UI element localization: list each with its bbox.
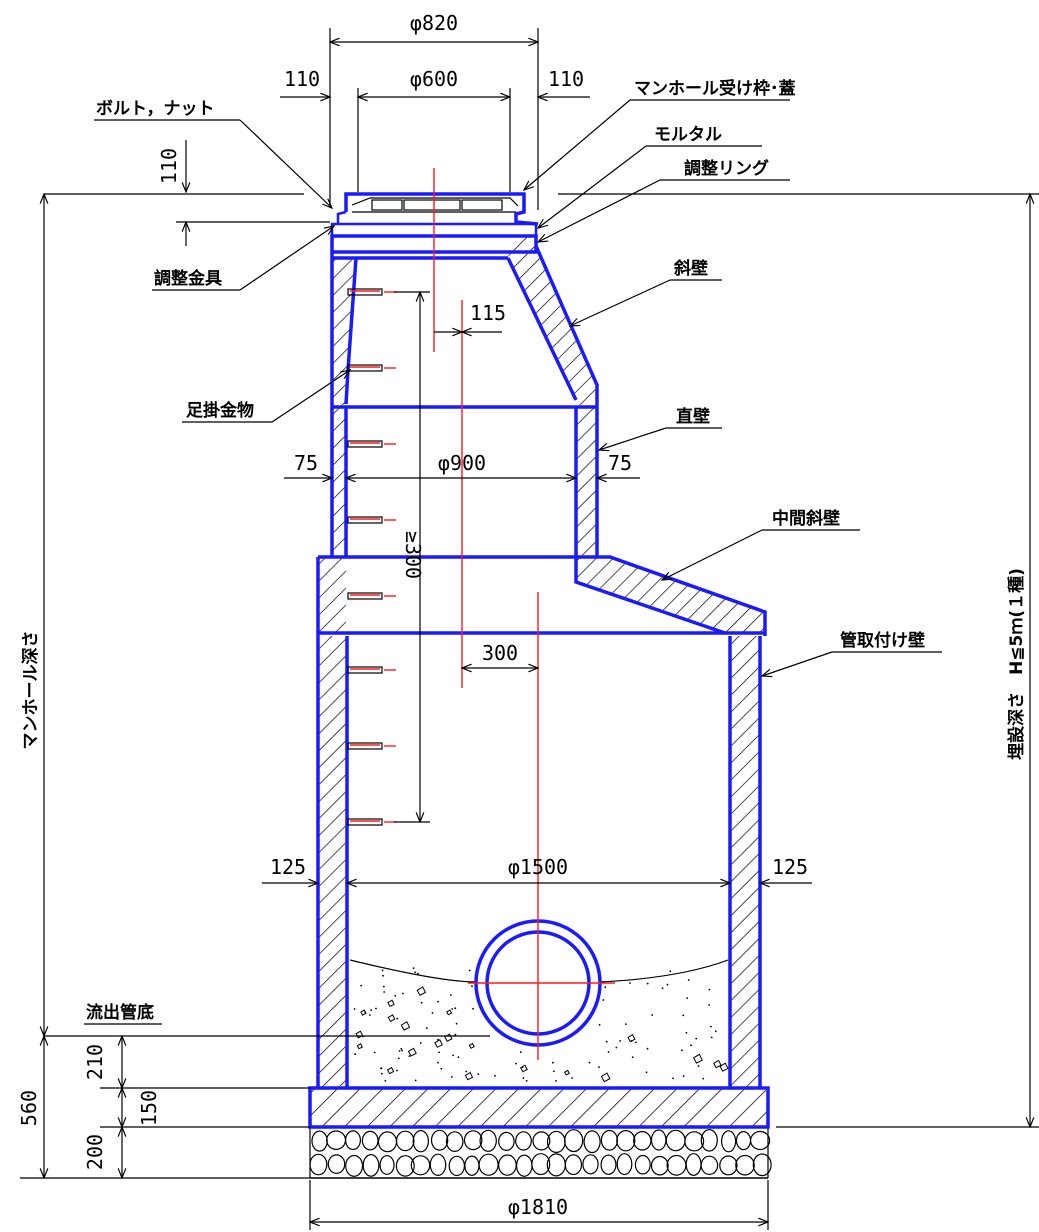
dim-body-wall-left: 125 — [270, 855, 306, 879]
dimension-lines — [20, 28, 1039, 1230]
label-step: 足掛金物 — [186, 400, 254, 421]
label-adjust-ring: 調整リング — [684, 158, 769, 179]
dim-pipe-offset: 300 — [482, 641, 518, 665]
label-burial-depth: 埋設深さ H≦5ｍ(１種) — [1006, 568, 1027, 760]
labels: マンホール受け枠･蓋 ボルト，ナット モルタル 調整リング 調整金具 斜壁 足掛… — [20, 78, 1027, 1023]
dim-150: 150 — [137, 1090, 161, 1126]
step-iron — [347, 742, 396, 750]
label-straight-wall: 直壁 — [676, 406, 710, 427]
label-outflow-bottom: 流出管底 — [86, 1002, 154, 1023]
dim-top-outer: φ820 — [410, 11, 458, 35]
dimension-text: φ820 φ600 110 110 110 115 ≥300 φ900 75 7… — [17, 11, 808, 1219]
label-manhole-depth: マンホール深さ — [20, 631, 41, 750]
step-iron — [347, 818, 396, 826]
dim-neck-inner: φ900 — [438, 451, 486, 475]
label-bolt-nut: ボルト，ナット — [96, 99, 215, 119]
step-iron — [347, 364, 396, 372]
dim-cover-height: 110 — [157, 148, 181, 184]
gravel-bed — [309, 1129, 772, 1177]
label-pipe-wall: 管取付け壁 — [840, 630, 925, 651]
dim-top-left-offset: 110 — [284, 67, 320, 91]
dim-neck-wall-right: 75 — [608, 451, 632, 475]
bench-concrete — [349, 959, 729, 1083]
label-middle-slope-wall: 中間斜壁 — [772, 508, 840, 529]
dim-base-width: φ1810 — [508, 1195, 568, 1219]
dim-560: 560 — [17, 1090, 41, 1126]
wall-hatching — [310, 236, 768, 1127]
label-mortar: モルタル — [654, 125, 722, 145]
step-irons — [347, 288, 396, 826]
structure-outline — [308, 192, 770, 1129]
label-cover-frame: マンホール受け枠･蓋 — [634, 78, 796, 99]
leader-lines — [84, 99, 942, 1025]
dim-200: 200 — [83, 1134, 107, 1170]
step-iron — [347, 592, 396, 600]
label-adjust-fitting: 調整金具 — [154, 268, 222, 289]
step-iron — [347, 666, 396, 674]
step-iron — [347, 516, 396, 524]
dim-body-inner: φ1500 — [508, 855, 568, 879]
dim-210: 210 — [83, 1044, 107, 1080]
dim-cone-offset: 115 — [470, 301, 506, 325]
dim-top-inner: φ600 — [410, 67, 458, 91]
dim-neck-wall-left: 75 — [294, 451, 318, 475]
dim-body-wall-right: 125 — [772, 855, 808, 879]
center-lines — [433, 168, 615, 1060]
dim-step-length: ≥300 — [401, 531, 425, 579]
label-slope-wall: 斜壁 — [673, 258, 708, 279]
dim-top-right-offset: 110 — [548, 67, 584, 91]
step-iron — [347, 440, 396, 448]
